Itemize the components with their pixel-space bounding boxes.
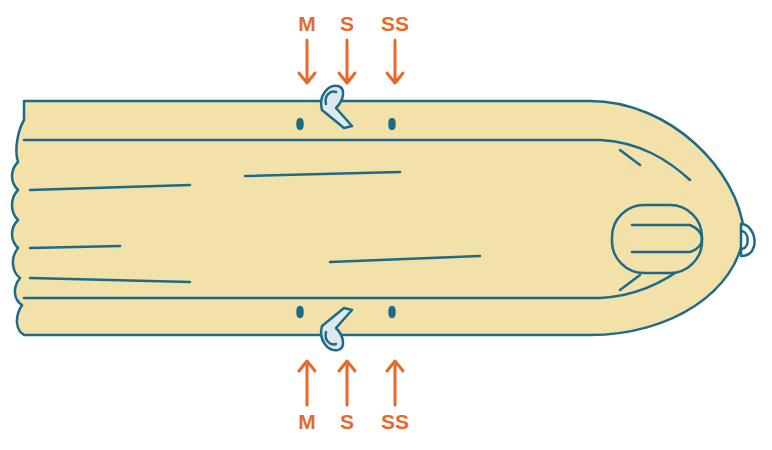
hood-opening xyxy=(612,205,702,273)
bag-body xyxy=(12,101,744,335)
size-label: SS xyxy=(381,12,409,36)
size-label: M xyxy=(298,12,316,36)
size-label: SS xyxy=(381,410,409,434)
size-label: S xyxy=(340,12,354,36)
cord-toggles xyxy=(321,86,352,350)
size-label: M xyxy=(298,410,316,434)
bag-seams xyxy=(24,140,690,298)
d-ring xyxy=(741,224,755,256)
size-label: S xyxy=(340,410,354,434)
hood-drawcord xyxy=(632,225,702,252)
snap-dots xyxy=(298,119,395,317)
